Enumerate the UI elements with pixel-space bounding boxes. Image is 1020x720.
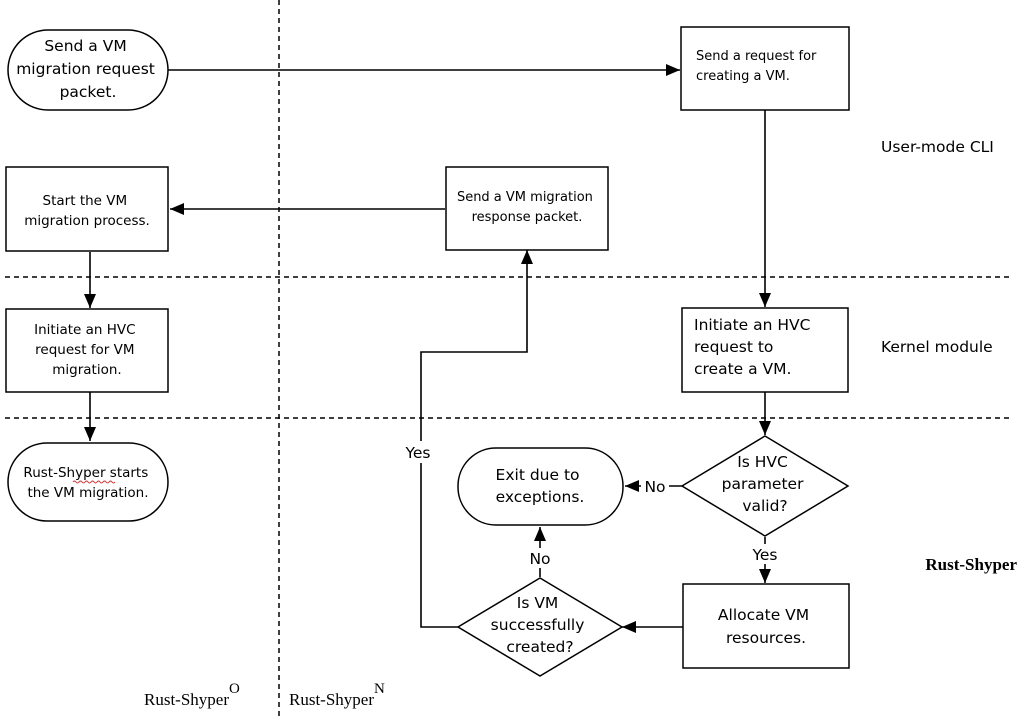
svg-text:Initiate an HVC request: Initiate an HVC request to create a VM. <box>694 316 815 378</box>
node-hvc-valid-line-1: Is HVC <box>737 453 788 471</box>
node-exit-exceptions-line-2: exceptions. <box>496 488 585 506</box>
node-allocate-line-2: resources. <box>726 629 806 647</box>
node-vm-created-line-1: Is VM <box>517 594 559 612</box>
node-hvc-migration-line-2: request for VM <box>35 342 134 358</box>
node-shyper-starts-line-2: the VM migration. <box>27 485 148 501</box>
spellcheck-underline <box>72 480 116 484</box>
layer-label-user-mode: User-mode CLI <box>881 138 994 156</box>
node-hvc-create: Initiate an HVC request to create a VM. <box>681 307 849 393</box>
column-label-origin: Rust-ShyperO <box>144 681 240 709</box>
svg-text:Is VM successfully: Is VM successfully created? <box>491 594 590 656</box>
layer-label-kernel: Kernel module <box>881 338 993 356</box>
column-label-new-base: Rust-Shyper <box>289 690 374 709</box>
node-hvc-create-line-1: Initiate an HVC <box>694 316 810 334</box>
node-allocate: Allocate VM resources. <box>682 583 850 669</box>
node-hvc-create-line-2: request to <box>694 338 773 356</box>
edge-label-yes-down: Yes <box>751 546 777 564</box>
node-send-request-packet: Send a VM migration request packet. <box>7 29 169 111</box>
node-hvc-migration: Initiate an HVC request for VM migration… <box>5 308 169 393</box>
node-response-packet-line-2: response packet. <box>472 210 583 225</box>
node-start-migration-line-1: Start the VM <box>43 193 128 209</box>
svg-text:Is HVC parameter v: Is HVC parameter valid? <box>722 453 809 515</box>
node-exit-exceptions: Exit due to exceptions. <box>457 447 624 526</box>
node-vm-created-line-3: created? <box>506 638 573 656</box>
node-shyper-starts-line-1: Rust-Shyper starts <box>23 465 148 481</box>
edge-label-yes-left: Yes <box>404 444 430 462</box>
svg-text:Exit due to exceptions.: Exit due to exceptions. <box>496 466 585 506</box>
node-hvc-migration-line-1: Initiate an HVC <box>34 322 135 338</box>
svg-text:Initiate an HVC request: Initiate an HVC request for VM migration… <box>34 322 140 378</box>
node-send-request-packet-line-3: packet. <box>60 83 117 101</box>
column-label-origin-sup: O <box>229 681 240 697</box>
node-shyper-starts: Rust-Shyper starts the VM migration. <box>7 442 169 522</box>
node-send-request-packet-line-1: Send a VM <box>44 37 126 55</box>
node-hvc-valid: Is HVC parameter valid? <box>680 435 850 537</box>
node-response-packet: Send a VM migration response packet. <box>445 166 609 251</box>
column-label-new-sup: N <box>374 681 385 697</box>
connectors <box>84 64 771 633</box>
svg-text:Send a request for creat: Send a request for creating a VM. <box>696 49 821 84</box>
column-label-origin-base: Rust-Shyper <box>144 690 229 709</box>
node-start-migration-line-2: migration process. <box>24 213 150 229</box>
column-label-new: Rust-ShyperN <box>289 681 385 709</box>
svg-text:Rust-Shyper starts the V: Rust-Shyper starts the VM migration. <box>23 465 152 501</box>
edge-label-no-up: No <box>529 550 550 568</box>
node-send-request-packet-line-2: migration request <box>16 60 155 78</box>
svg-text:Allocate VM resources.: Allocate VM resources. <box>718 606 814 647</box>
arrow-created-yes-to-response <box>420 250 528 628</box>
node-allocate-line-1: Allocate VM <box>718 606 809 624</box>
edge-label-no-right: No <box>644 478 665 496</box>
node-vm-created: Is VM successfully created? <box>456 577 624 677</box>
node-create-vm-request-line-2: creating a VM. <box>696 69 790 84</box>
svg-text:Send a VM migration requ: Send a VM migration request packet. <box>16 37 160 101</box>
node-create-vm-request: Send a request for creating a VM. <box>680 26 850 111</box>
node-create-vm-request-line-1: Send a request for <box>696 49 817 64</box>
svg-text:Start the VM migration p: Start the VM migration process. <box>24 193 150 229</box>
node-hvc-valid-line-2: parameter <box>722 475 804 493</box>
node-vm-created-line-2: successfully <box>491 616 585 634</box>
layer-label-hypervisor: Rust-Shyper <box>925 555 1017 574</box>
svg-text:Send a VM migration resp: Send a VM migration response packet. <box>457 190 597 225</box>
node-exit-exceptions-line-1: Exit due to <box>496 466 580 484</box>
node-start-migration: Start the VM migration process. <box>5 166 169 252</box>
node-hvc-migration-line-3: migration. <box>52 362 121 378</box>
node-hvc-create-line-3: create a VM. <box>694 360 791 378</box>
node-response-packet-line-1: Send a VM migration <box>457 190 593 205</box>
node-hvc-valid-line-3: valid? <box>742 497 787 515</box>
